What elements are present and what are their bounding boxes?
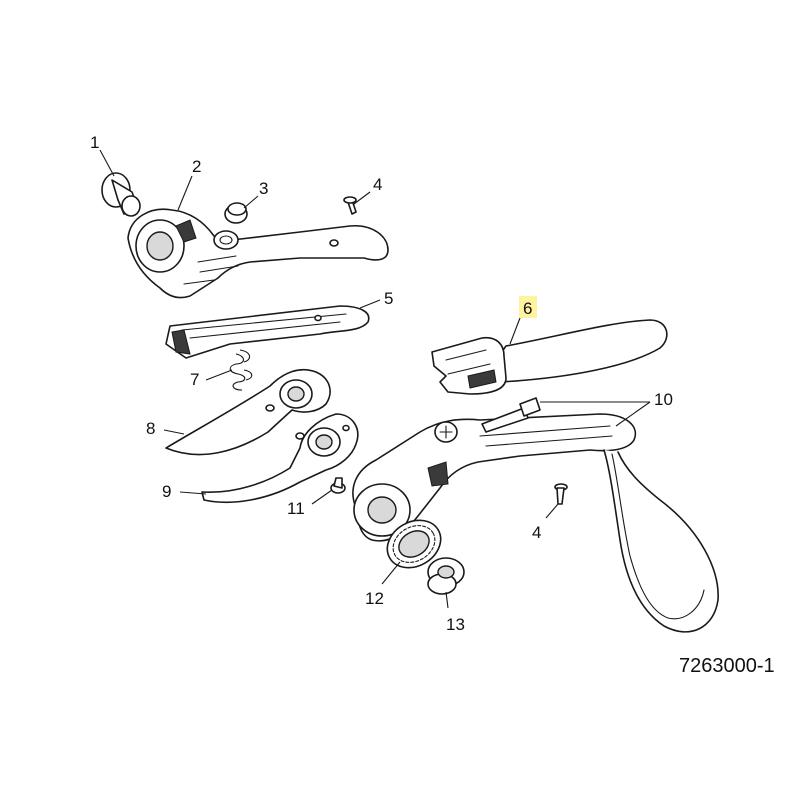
part-5-grip-insert [165,305,370,359]
callout-2: 2 [192,157,201,176]
part-1-pivot-bolt [101,172,141,217]
part-3-bumper [224,202,248,224]
part-10-lower-handle [352,413,719,633]
part-7-spring [229,349,253,391]
callout-11: 11 [287,499,305,518]
callouts: 1 2 3 4 5 6 7 8 9 10 4 11 12 13 [90,133,673,634]
part-6-lower-grip-cover [431,319,668,395]
part-10-tension-pin [481,397,541,433]
part-11-stop-pin [330,477,346,494]
part-13-pivot-nut [427,557,465,595]
callout-4-lower: 4 [532,523,541,542]
callout-13: 13 [446,615,465,634]
part-4-screw-upper [343,196,357,215]
callout-6-highlight [519,296,537,318]
part-4-screw-lower [554,483,568,505]
callout-7: 7 [190,370,199,389]
leader-lines [99,149,651,609]
part-8-upper-blade [165,368,331,456]
part-12-bearing [386,519,442,569]
callout-10: 10 [654,390,673,409]
drawing-number: 7263000-1 [679,655,775,677]
callout-9: 9 [162,482,171,501]
part-9-lower-blade [201,413,359,504]
callout-5: 5 [384,289,393,308]
callout-6: 6 [523,299,532,318]
callout-4: 4 [373,175,382,194]
callout-12: 12 [365,589,384,608]
callout-8: 8 [146,419,155,438]
callout-3: 3 [259,179,268,198]
callout-1: 1 [90,133,99,152]
part-2-upper-handle [127,208,389,299]
